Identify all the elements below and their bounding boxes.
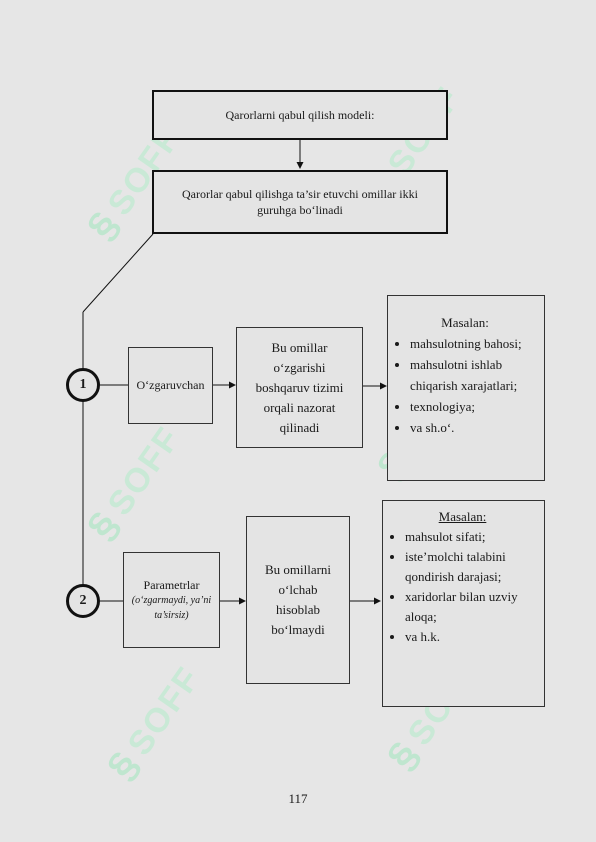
model-title-text: Qarorlarni qabul qilish modeli:: [225, 107, 375, 122]
list-item: iste’molchi talabini qondirish darajasi;: [405, 547, 538, 587]
group-2-desc-box: Bu omillarni o‘lchab hisoblab bo‘lmaydi: [246, 516, 350, 684]
factors-text: Qarorlar qabul qilishga ta’sir etuvchi o…: [182, 187, 418, 217]
list-item: mahsulot sifati;: [405, 527, 538, 547]
group-2-label: Parametrlar: [143, 577, 200, 592]
group-1-example-title: Masalan:: [441, 315, 489, 330]
group-1-label-box: O‘zgaruvchan: [128, 347, 213, 424]
group-1-example-list: mahsulotning bahosi; mahsulotni ishlab c…: [392, 333, 538, 438]
group-2-example-title: Masalan:: [438, 509, 487, 524]
list-item: va h.k.: [405, 627, 538, 647]
group-1-label: O‘zgaruvchan: [136, 378, 205, 392]
list-item: texnologiya;: [410, 396, 538, 417]
group-2-example-list: mahsulot sifati; iste’molchi talabini qo…: [387, 527, 538, 647]
list-item: xaridorlar bilan uzviy aloqa;: [405, 587, 538, 627]
group-2-label-note: (o‘zgarmaydi, ya’ni ta’sirsiz): [131, 594, 212, 621]
group-2-label-box: Parametrlar (o‘zgarmaydi, ya’ni ta’sirsi…: [123, 552, 220, 648]
factors-box: Qarorlar qabul qilishga ta’sir etuvchi o…: [152, 170, 448, 234]
group-1-number: 1: [66, 368, 100, 402]
list-item: va sh.o‘.: [410, 417, 538, 438]
page-number: 117: [288, 791, 308, 806]
model-title-box: Qarorlarni qabul qilish modeli:: [152, 90, 448, 140]
group-1-examples-box: Masalan: mahsulotning bahosi; mahsulotni…: [387, 295, 545, 481]
group-2-desc: Bu omillarni o‘lchab hisoblab bo‘lmaydi: [264, 562, 332, 637]
list-item: mahsulotning bahosi;: [410, 333, 538, 354]
group-1-desc: Bu omillar o‘zgarishi boshqaruv tizimi o…: [255, 339, 344, 435]
group-1-desc-box: Bu omillar o‘zgarishi boshqaruv tizimi o…: [236, 327, 363, 448]
group-2-examples-box: Masalan: mahsulot sifati; iste’molchi ta…: [382, 500, 545, 707]
group-2-number: 2: [66, 584, 100, 618]
list-item: mahsulotni ishlab chiqarish xarajatlari;: [410, 354, 538, 396]
